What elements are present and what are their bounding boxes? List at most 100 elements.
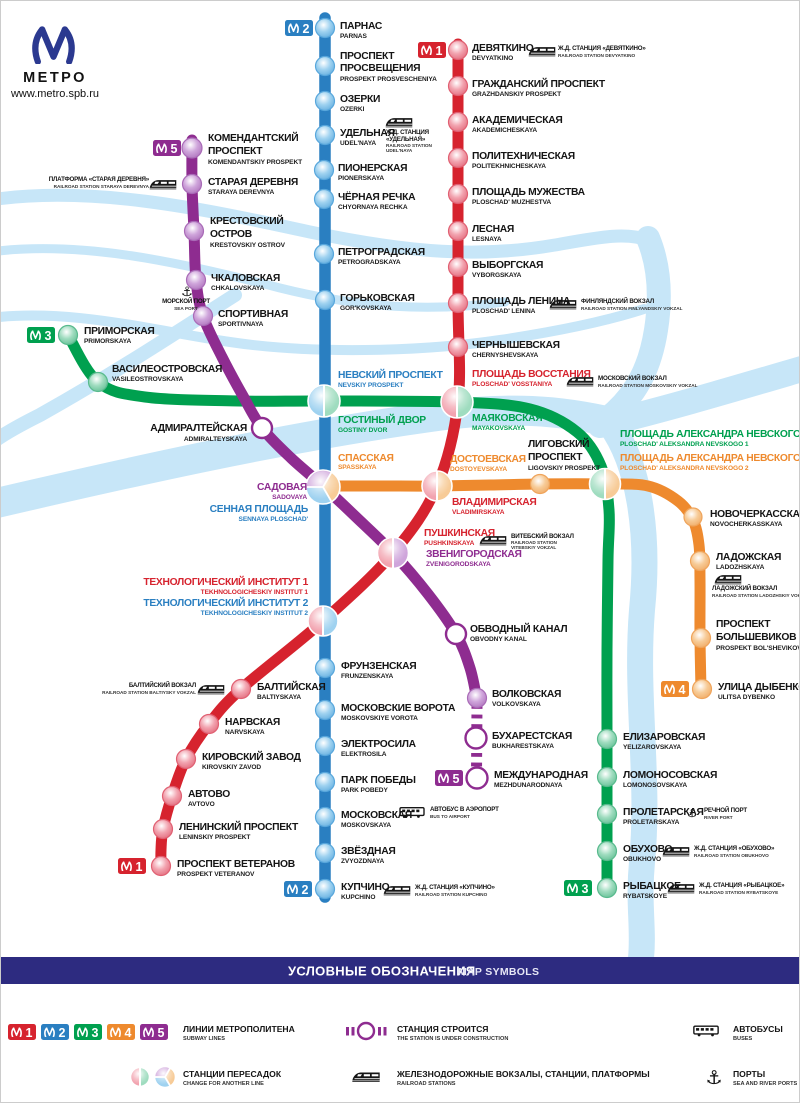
- svg-text:ЛИНИИ МЕТРОПОЛИТЕНА: ЛИНИИ МЕТРОПОЛИТЕНА: [183, 1024, 295, 1034]
- station-sportivnaya[interactable]: [192, 305, 214, 327]
- station-petrogradskaya[interactable]: [313, 243, 335, 265]
- svg-text:RAILROAD STATION: RAILROAD STATION: [386, 143, 433, 148]
- station-staraya-derevnya[interactable]: [181, 173, 203, 195]
- station-chkalovskaya[interactable]: [185, 269, 207, 291]
- line-badge-4: 4: [661, 681, 689, 697]
- station-admiralteyskaya[interactable]: [250, 416, 274, 440]
- line-badge-2: 2: [285, 20, 313, 36]
- station-novocherkasskaya[interactable]: [683, 507, 703, 527]
- station-ploschad-vosstaniya-mayakovskaya[interactable]: [440, 385, 474, 419]
- station-elektrosila[interactable]: [314, 735, 336, 757]
- site-url[interactable]: www.metro.spb.ru: [10, 88, 99, 100]
- station-dostoyevskaya-vladimirskaya[interactable]: [421, 470, 453, 502]
- station-ploschad-muzhestva[interactable]: [447, 183, 469, 205]
- station-vyborgskaya[interactable]: [447, 256, 469, 278]
- station-kirovskiy-zavod[interactable]: [175, 748, 197, 770]
- station-pionerskaya[interactable]: [313, 159, 335, 181]
- station-ulitsa-dybenko[interactable]: [691, 678, 713, 700]
- station-rybatskoye[interactable]: [596, 877, 618, 899]
- station-chyornaya-rechka[interactable]: [313, 188, 335, 210]
- station-leninskiy-prospekt[interactable]: [152, 818, 174, 840]
- station-devyatkino[interactable]: [447, 39, 469, 61]
- svg-text:Ж.Д. СТАНЦИЯ «ОБУХОВО»: Ж.Д. СТАНЦИЯ «ОБУХОВО»: [693, 845, 775, 852]
- station-obukhovo[interactable]: [596, 840, 618, 862]
- svg-text:ПРОЛЕТАРСКАЯ: ПРОЛЕТАРСКАЯ: [623, 807, 704, 818]
- station-moskovskaya[interactable]: [314, 806, 336, 828]
- station-volkovskaya[interactable]: [466, 687, 488, 709]
- station-ozerki[interactable]: [314, 90, 336, 112]
- svg-text:ЛАДОЖСКИЙ ВОКЗАЛ: ЛАДОЖСКИЙ ВОКЗАЛ: [712, 584, 777, 592]
- svg-text:RAILROAD STATION DEVYATKINO: RAILROAD STATION DEVYATKINO: [558, 53, 636, 58]
- station-nevskiy-prospekt-gostiny-dvor[interactable]: [307, 384, 341, 418]
- station-ploschad-lenina[interactable]: [447, 292, 469, 314]
- svg-text:VLADIMIRSKAYA: VLADIMIRSKAYA: [452, 509, 505, 516]
- station-legend-xfer-2[interactable]: [129, 1066, 151, 1088]
- station-kupchino[interactable]: [314, 878, 336, 900]
- station-mezhdunarodnaya[interactable]: [465, 766, 489, 790]
- svg-text:VITEBSKIY VOKZAL: VITEBSKIY VOKZAL: [511, 545, 556, 550]
- station-avtovo[interactable]: [161, 785, 183, 807]
- station-baltiyskaya[interactable]: [230, 678, 252, 700]
- station-prospekt-prosvescheniya[interactable]: [314, 55, 336, 77]
- svg-text:VOLKOVSKAYA: VOLKOVSKAYA: [492, 701, 541, 708]
- svg-text:BUS TO AIRPORT: BUS TO AIRPORT: [430, 814, 470, 819]
- svg-text:3: 3: [582, 882, 589, 896]
- svg-text:PARNAS: PARNAS: [340, 33, 367, 40]
- station-narvskaya[interactable]: [198, 713, 220, 735]
- station-sadovaya-sennaya-spasskaya[interactable]: [305, 469, 341, 505]
- station-politekhnicheskaya[interactable]: [447, 147, 469, 169]
- station-chernyshevskaya[interactable]: [447, 336, 469, 358]
- svg-text:ОСТРОВ: ОСТРОВ: [210, 229, 252, 240]
- svg-text:ZVENIGORODSKAYA: ZVENIGORODSKAYA: [426, 561, 491, 568]
- station-bukharestskaya[interactable]: [464, 726, 488, 750]
- station-krestovskiy-ostrov[interactable]: [183, 220, 205, 242]
- station-gorkovskaya[interactable]: [314, 289, 336, 311]
- station-tekhnologicheskiy-institut[interactable]: [307, 605, 339, 637]
- svg-text:ПЛОЩАДЬ ЛЕНИНА: ПЛОЩАДЬ ЛЕНИНА: [472, 296, 571, 307]
- station-ploschad-aleksandra-nevskogo[interactable]: [588, 467, 622, 501]
- station-lomonosovskaya[interactable]: [596, 766, 618, 788]
- station-yelizarovskaya[interactable]: [596, 728, 618, 750]
- svg-text:1: 1: [26, 1026, 33, 1040]
- station-prospekt-veteranov[interactable]: [150, 855, 172, 877]
- station-moskovskiye-vorota[interactable]: [314, 699, 336, 721]
- station-legend-xfer-3[interactable]: [153, 1065, 177, 1089]
- station-vasileostrovskaya[interactable]: [87, 371, 109, 393]
- station-komendantskiy-prospekt[interactable]: [181, 137, 203, 159]
- station-primorskaya[interactable]: [57, 324, 79, 346]
- station-frunzenskaya[interactable]: [314, 657, 336, 679]
- station-obvodny-kanal[interactable]: [444, 622, 468, 646]
- svg-text:GOR'KOVSKAYA: GOR'KOVSKAYA: [340, 305, 392, 312]
- station-zvyozdnaya[interactable]: [314, 842, 336, 864]
- svg-text:КОМЕНДАНТСКИЙ: КОМЕНДАНТСКИЙ: [208, 131, 298, 144]
- station-ligovskiy-prospekt[interactable]: [529, 473, 551, 495]
- station-pushkinskaya-zvenigorodskaya[interactable]: [376, 536, 410, 570]
- svg-text:ЧЕРНЫШЕВСКАЯ: ЧЕРНЫШЕВСКАЯ: [472, 340, 560, 351]
- station-lesnaya[interactable]: [447, 220, 469, 242]
- legend: УСЛОВНЫЕ ОБОЗНАЧЕНИЯ MAP SYMBOLS ЛИНИИ М…: [0, 957, 800, 1089]
- svg-text:ZVYOZDNAYA: ZVYOZDNAYA: [341, 858, 385, 865]
- station-parnas[interactable]: [314, 17, 336, 39]
- svg-text:УЛИЦА ДЫБЕНКО: УЛИЦА ДЫБЕНКО: [718, 682, 800, 693]
- station-akademicheskaya[interactable]: [447, 111, 469, 133]
- svg-text:ПЛОЩАДЬ АЛЕКСАНДРА НЕВСКОГО 1: ПЛОЩАДЬ АЛЕКСАНДРА НЕВСКОГО 1: [620, 429, 800, 440]
- station-udelnaya[interactable]: [314, 124, 336, 146]
- station-park-pobedy[interactable]: [314, 771, 336, 793]
- station-prospekt-bolshevikov[interactable]: [690, 627, 712, 649]
- svg-text:CHKALOVSKAYA: CHKALOVSKAYA: [211, 285, 265, 292]
- station-proletarskaya[interactable]: [596, 803, 618, 825]
- station-ladozhskaya[interactable]: [689, 550, 711, 572]
- station-grazhdanskiy-prospekt[interactable]: [447, 75, 469, 97]
